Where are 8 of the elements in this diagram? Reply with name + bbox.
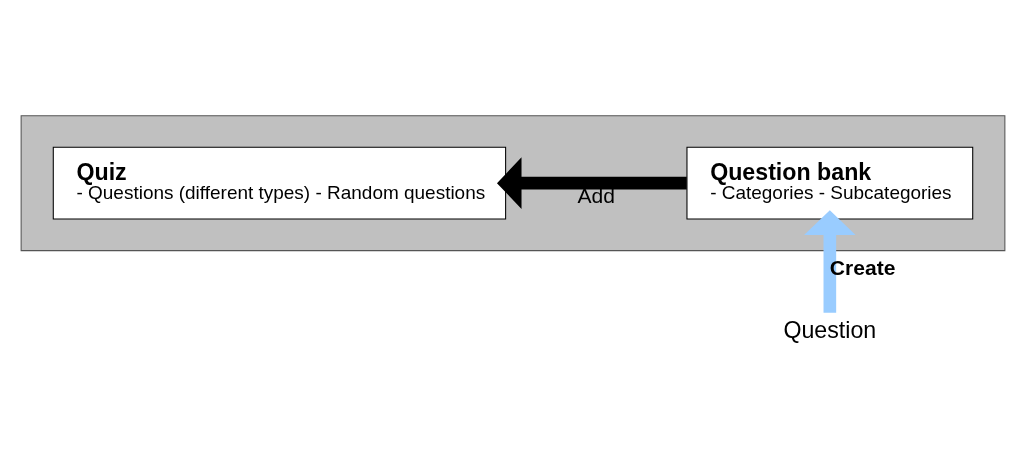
edge-label: Create [829,255,896,279]
arrow [804,209,856,313]
cluster [20,114,1006,251]
node-text: Question [783,316,877,343]
arrow [496,156,687,209]
node-box: Question bank - Categories - Subcategories [686,146,974,219]
edge-label: Add [577,183,616,207]
node-box: Quiz - Questions (different types) - Random questions [52,146,507,219]
